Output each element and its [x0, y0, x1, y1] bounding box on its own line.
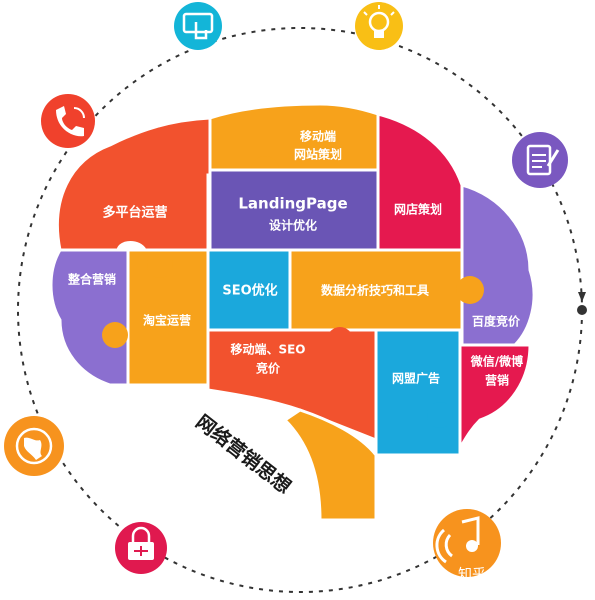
piece-right-lobe [460, 183, 536, 347]
piece-multi-platform [55, 116, 212, 252]
piece-alliance-ads [374, 328, 462, 457]
label-wechat-weibo-2: 营销 [485, 373, 509, 388]
label-mobile-site-plan-1: 移动端 [300, 129, 336, 144]
label-landing-page-2: 设计优化 [269, 218, 317, 233]
notepad-icon [512, 132, 568, 188]
label-wechat-weibo-1: 微信/微博 [470, 354, 523, 369]
globe-icon [4, 416, 64, 476]
piece-mobile-site-plan [208, 102, 380, 172]
music-note-icon [433, 509, 501, 577]
label-store-plan: 网店策划 [394, 202, 442, 217]
orbit-arrow [578, 292, 586, 302]
label-mobile-seo-1: 移动端、SEO [230, 342, 305, 357]
label-mobile-seo-2: 竞价 [256, 361, 281, 376]
piece-data-analysis [288, 248, 464, 332]
label-landing-page-1: LandingPage [238, 195, 347, 213]
lightbulb-icon [355, 2, 403, 50]
piece-wechat-weibo [458, 343, 532, 454]
shopping-basket-icon [115, 522, 167, 574]
orbit-dot [577, 305, 587, 315]
label-baidu-bidding: 百度竞价 [472, 314, 521, 329]
label-alliance-ads: 网盟广告 [392, 371, 440, 386]
label-taobao-ops: 淘宝运营 [143, 313, 191, 328]
monitor-hand-icon [174, 2, 222, 50]
watermark: 知乎 [458, 566, 486, 583]
label-multi-platform: 多平台运营 [102, 205, 167, 221]
diagram-title: 网络营销思想 [192, 410, 296, 498]
piece-integrated-marketing [49, 248, 130, 387]
label-mobile-site-plan-2: 网站策划 [294, 147, 342, 162]
piece-store-plan [376, 112, 464, 252]
brain-stem [282, 408, 378, 522]
label-data-analysis: 数据分析技巧和工具 [321, 283, 429, 298]
label-seo: SEO优化 [222, 283, 277, 299]
phone-icon [41, 94, 95, 148]
label-integrated-marketing: 整合营销 [67, 272, 116, 287]
